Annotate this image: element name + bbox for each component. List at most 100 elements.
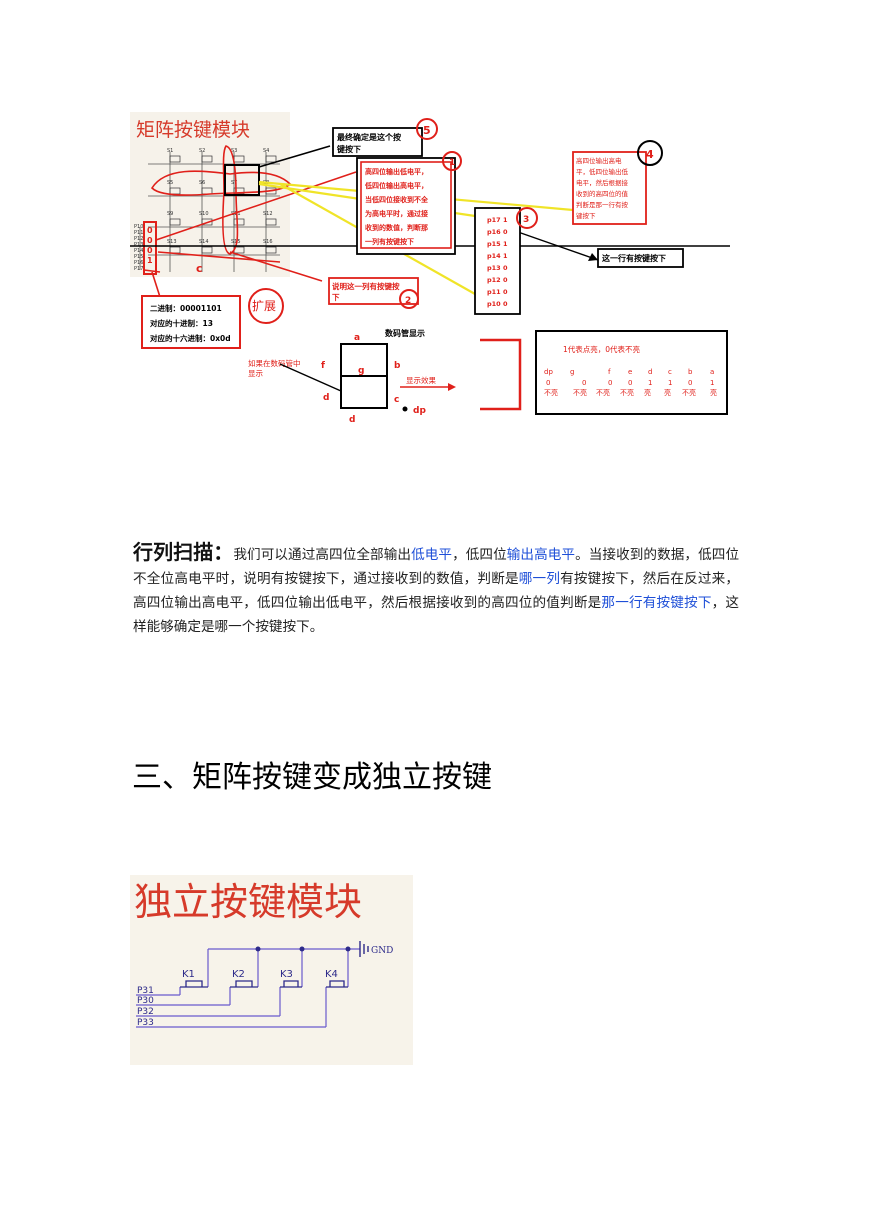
port-value: p16 0 [487,228,508,236]
binary-value-line: 对应的十进制：13 [150,318,213,328]
port-name: P30 [137,996,154,1006]
key: S1 [167,148,181,163]
port-value: p11 0 [487,288,508,296]
independent-wiring [136,948,360,1028]
svg-text:S9: S9 [167,211,173,217]
bit-table-bit: 1 [668,379,672,387]
port-value: p13 0 [487,264,508,272]
independent-module-title: 独立按键模块 [134,880,362,924]
callout-col-line1: 说明这一列有按键按 [332,281,400,291]
callout-final-key [332,127,423,157]
segment-note-arrow [279,363,342,392]
segment-f: f [321,361,325,371]
port-label: P13 [134,242,143,248]
badge-port [516,207,538,229]
bit-table-head: a [710,368,714,376]
bit-table-state: 不亮 [682,388,696,397]
pointer-row [517,231,599,261]
callout-high4-text: 高四位输出高电 平，低四位输出低 电平，然后根据接 收到的高四位的值 判断是那一… [576,156,629,220]
key-switch-group [180,980,348,988]
callout-low4-line: 为高电平时，通过接 [365,209,428,218]
port-label: P15 [134,254,143,260]
port-value-box [474,207,521,315]
segment-dp-dot [402,406,408,412]
key: S14 [199,239,213,254]
svg-text:S14: S14 [199,239,209,245]
bit-table-head: c [668,368,672,376]
svg-text:S12: S12 [263,211,273,217]
binary-value-box [141,295,241,349]
key: S4 [263,148,277,163]
mark-c: c [196,262,203,275]
port-label: P10 [134,224,143,230]
segment-title: 数码管显示 [385,328,425,338]
independent-keys-schematic: 独立按键模块 GND K1 K2 K3 K4 P31 P30 [134,880,393,1028]
badge-low4-number: 1 [449,158,455,168]
display-bracket [480,338,522,411]
paragraph-lead: 行列扫描： [133,539,234,564]
svg-text:S6: S6 [199,180,205,186]
bit-table-state: 不亮 [544,388,558,397]
key: S2 [199,148,213,163]
bit-table-title: 1代表点亮，0代表不亮 [563,344,641,354]
bit-table-head: dp [544,368,553,376]
column-bit: 1 [147,256,153,265]
bit-table-head: f [608,368,611,376]
bit-table-bit: 0 [546,379,550,387]
callout-low4-line: 低四位输出高电平， [364,181,428,190]
ground-icon [359,941,369,957]
marker-strokes [143,145,357,298]
segment-note-line1: 如果在数码管中 [248,358,301,368]
key-switch [280,980,302,988]
bit-table-state: 亮 [644,388,651,397]
svg-text:S7: S7 [231,180,237,186]
junction-dots [255,946,351,952]
svg-text:S5: S5 [167,180,173,186]
badge-port-number: 3 [523,215,529,225]
port-label: P16 [134,260,143,266]
bit-table-bit: 0 [608,379,612,387]
callout-high4-line: 键按下 [576,211,596,220]
bit-table-state: 亮 [664,388,671,397]
segment-effect-label: 显示效果 [406,375,436,385]
column-bit: 0 [147,236,153,245]
bit-table-bit: 1 [648,379,652,387]
key: S11 [231,211,245,226]
key: S9 [167,211,181,226]
port-label-list: P10 P11 P12 P13 P14 P15 P16 P17 [134,224,143,272]
bit-table-head: g [570,368,574,376]
key-switch [180,980,208,988]
svg-text:S1: S1 [167,148,173,154]
highlight-low-level: 低电平 [411,546,453,563]
bit-table-bit: 0 [688,379,692,387]
svg-text:S16: S16 [263,239,273,245]
bit-table-frame [535,330,728,415]
seven-segment-display [340,343,388,409]
port-value: p15 1 [487,240,508,248]
bit-table-bit: 1 [710,379,714,387]
segment-c: c [394,395,399,405]
port-value: p10 0 [487,300,508,308]
column-bit: 0 [147,226,153,235]
segment-d-left: d [323,393,329,403]
column-bit-list: 0 0 0 1 [147,226,153,265]
selected-key-box [224,164,260,196]
highlight-output-high: 输出高电平 [506,546,576,563]
key-switch [326,980,348,988]
expand-circle [248,288,284,324]
matrix-keypad-figure: 矩阵按键模块 S1 S2 S3 S4 S5 S6 S7 S8 S9 S10 S1… [130,112,730,425]
key: S16 [263,239,277,254]
binary-value-line: 二进制：00001101 [150,303,222,313]
bit-table-state: 不亮 [596,388,610,397]
svg-text:S13: S13 [167,239,177,245]
pointer-arrowhead [588,253,598,261]
paragraph-text: 我们可以通过高四位全部输出 [233,546,412,563]
pointer-final [258,145,331,168]
badge-col-number: 2 [405,296,411,306]
port-name: P33 [137,1018,154,1028]
paragraph-text: ，这样能够确定是哪一个按键按下。 [133,594,740,635]
key: S12 [263,211,277,226]
svg-text:S10: S10 [199,211,209,217]
port-name-list: P31 P30 P32 P33 [137,986,154,1028]
callout-low4-line: 收到的数值，判断那 [365,223,428,232]
